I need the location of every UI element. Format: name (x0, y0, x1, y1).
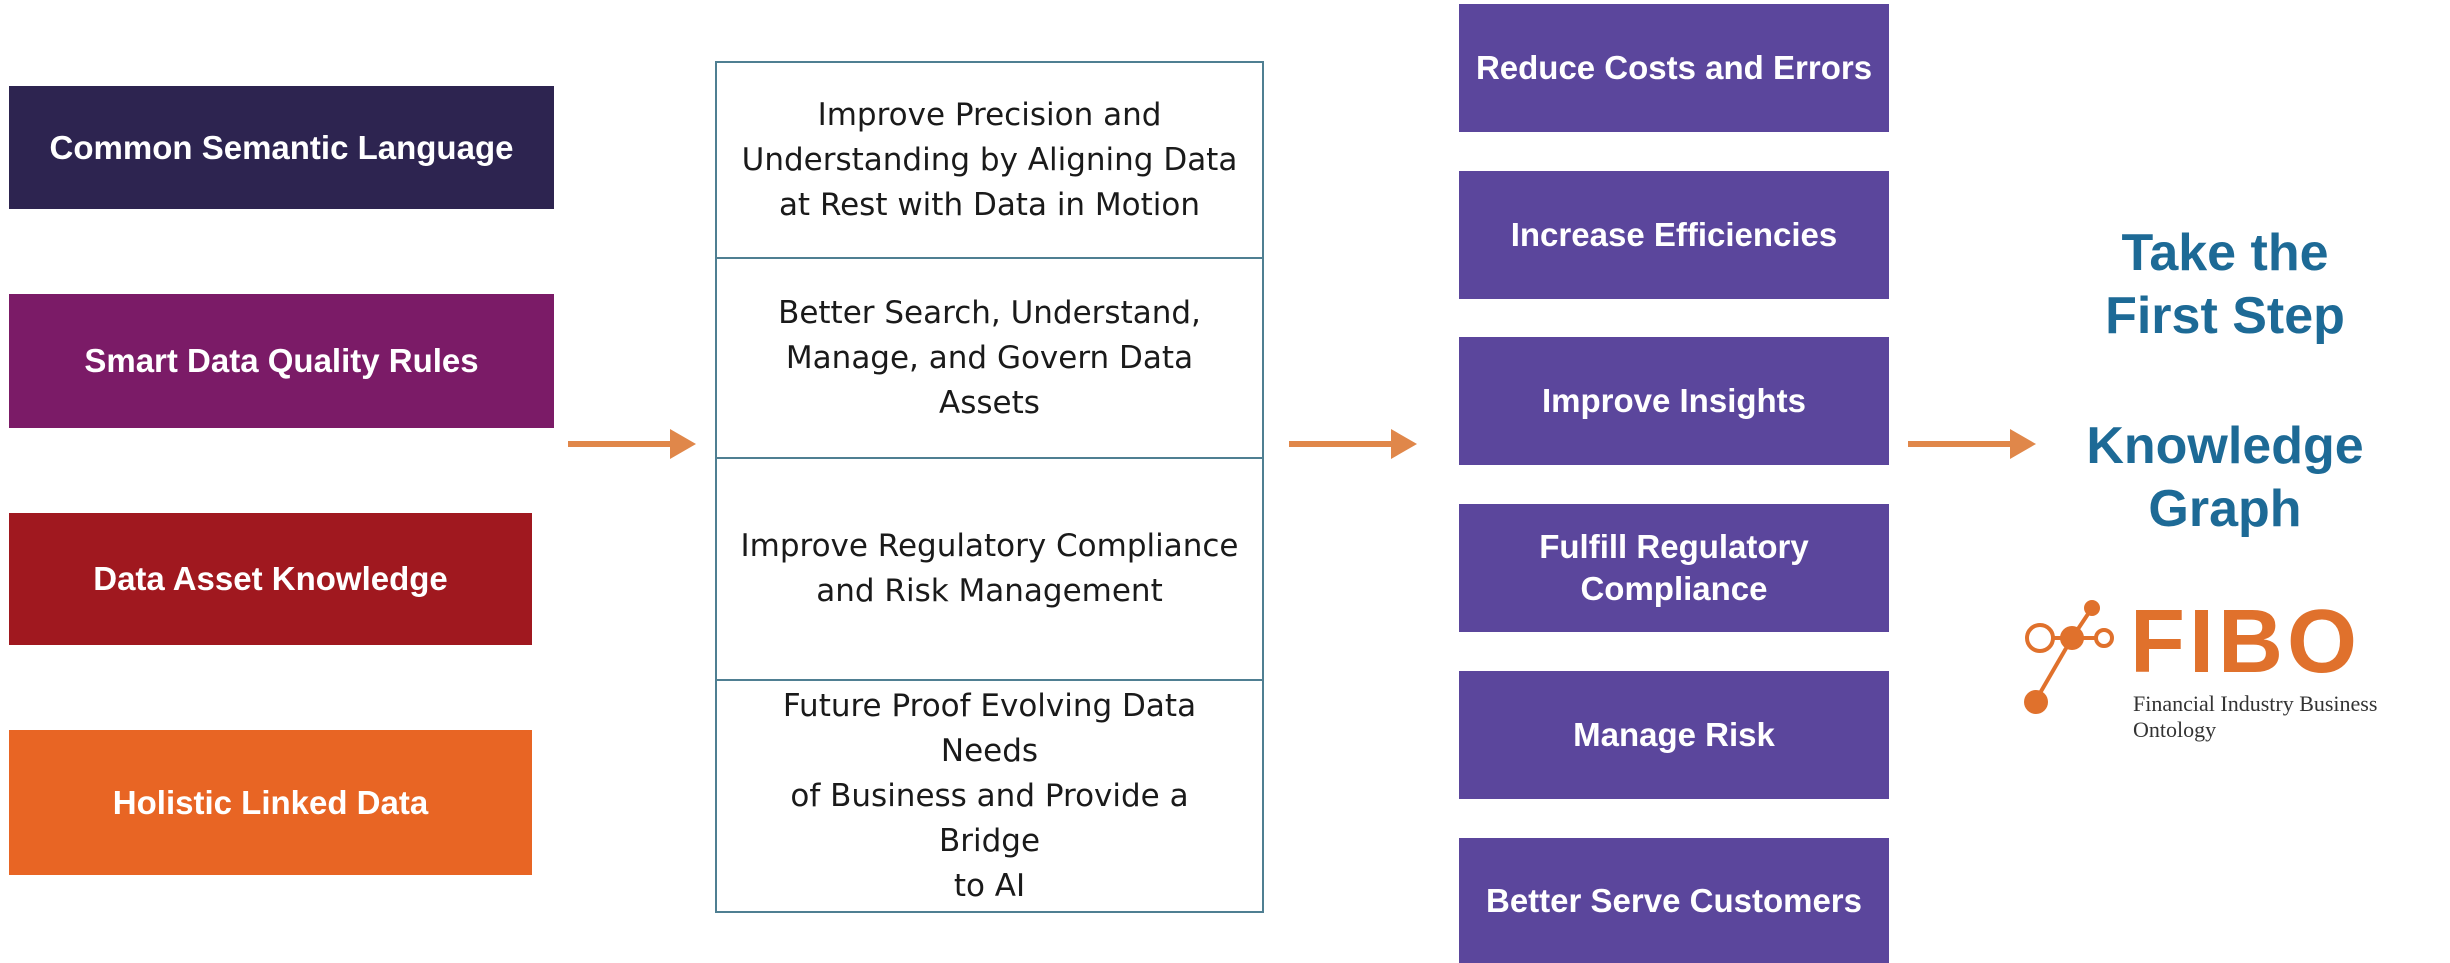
cell-line: of Business and Provide a Bridge (790, 777, 1189, 859)
fibo-tagline: Financial Industry Business Ontology (2133, 691, 2378, 742)
arrow-right-icon (1908, 429, 2036, 459)
outcome-label: Fulfill Regulatory (1539, 528, 1809, 565)
outcome-label: Compliance (1580, 570, 1768, 607)
left-box-label: Data Asset Knowledge (93, 560, 448, 597)
left-box-data-asset-knowledge: Data Asset Knowledge (9, 513, 532, 645)
callout-line: Knowledge (2086, 417, 2364, 475)
arrow-right-icon (1289, 429, 1417, 459)
outcome-label: Improve Insights (1541, 382, 1807, 419)
left-box-common-semantic-language: Common Semantic Language (9, 86, 554, 209)
benefit-cell: Better Search, Understand, Manage, and G… (717, 259, 1262, 459)
callout-line: Take the (2121, 224, 2329, 282)
outcome-label: Manage Risk (1573, 716, 1775, 753)
cell-line: Improve Precision and (817, 96, 1162, 133)
benefit-cell: Improve Precision and Understanding by A… (717, 63, 1262, 259)
outcome-box: Increase Efficiencies (1459, 171, 1889, 299)
left-box-smart-data-quality-rules: Smart Data Quality Rules (9, 294, 554, 428)
cell-line: Improve Regulatory Compliance (740, 528, 1239, 564)
outcome-label: Reduce Costs and Errors (1475, 49, 1873, 86)
outcome-label: Increase Efficiencies (1510, 216, 1838, 253)
fibo-graph-icon (2024, 600, 2114, 714)
cell-line: Understanding by Aligning Data (741, 141, 1238, 178)
outcome-label: Better Serve Customers (1486, 881, 1862, 919)
benefit-cell: Improve Regulatory Compliance and Risk M… (717, 459, 1262, 681)
left-box-label: Common Semantic Language (49, 128, 514, 166)
benefit-cell: Future Proof Evolving Data Needs of Busi… (717, 681, 1262, 911)
cell-line: at Rest with Data in Motion (778, 186, 1201, 223)
cell-line: and Risk Management (816, 573, 1163, 609)
callout-line: First Step (2105, 287, 2345, 345)
outcome-box: Manage Risk (1459, 671, 1889, 799)
left-box-label: Holistic Linked Data (112, 783, 429, 821)
outcome-box: Fulfill Regulatory Compliance (1459, 504, 1889, 632)
left-box-holistic-linked-data: Holistic Linked Data (9, 730, 532, 875)
fibo-logo-text: FIBO (2130, 592, 2361, 692)
outcome-box: Better Serve Customers (1459, 838, 1889, 963)
benefits-table: Improve Precision and Understanding by A… (715, 61, 1264, 913)
cell-line: Future Proof Evolving Data Needs (782, 687, 1197, 769)
outcome-box: Reduce Costs and Errors (1459, 4, 1889, 132)
cell-line: Better Search, Understand, (778, 294, 1201, 331)
cell-line: to AI (953, 867, 1026, 904)
left-box-label: Smart Data Quality Rules (84, 342, 479, 379)
cell-line: Manage, and Govern Data Assets (785, 339, 1194, 421)
arrow-right-icon (568, 429, 696, 459)
outcome-box: Improve Insights (1459, 337, 1889, 465)
callout-line: Graph (2148, 480, 2302, 538)
